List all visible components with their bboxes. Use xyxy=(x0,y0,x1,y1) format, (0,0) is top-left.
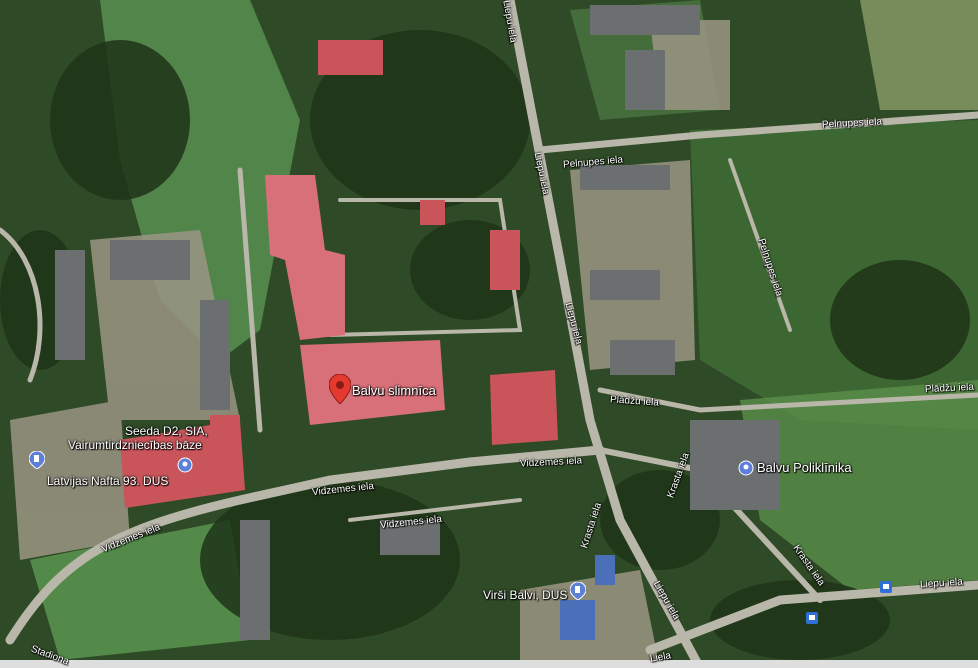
seeda-pin-icon[interactable] xyxy=(177,457,193,473)
latvijas-nafta-label[interactable]: Latvijas Nafta 93. DUS xyxy=(47,474,169,488)
bus-stop-icon-2[interactable] xyxy=(806,612,818,624)
virsi-label[interactable]: Virši Balvi, DUS xyxy=(483,588,568,602)
seeda-label-line1[interactable]: Seeda D2, SIA, xyxy=(125,424,208,438)
seeda-label-line2[interactable]: Vairumtirdzniecības bāze xyxy=(68,438,202,452)
fuel-pin-icon[interactable] xyxy=(29,451,45,469)
clinic-pin-icon[interactable] xyxy=(738,460,754,476)
hospital-pin-icon[interactable] xyxy=(329,374,351,404)
hospital-label[interactable]: Balvu slimnīca xyxy=(352,383,436,398)
clinic-label[interactable]: Balvu Poliklīnika xyxy=(757,460,852,475)
bus-stop-icon[interactable] xyxy=(880,581,892,593)
fuel-pin-icon-2[interactable] xyxy=(570,582,586,600)
